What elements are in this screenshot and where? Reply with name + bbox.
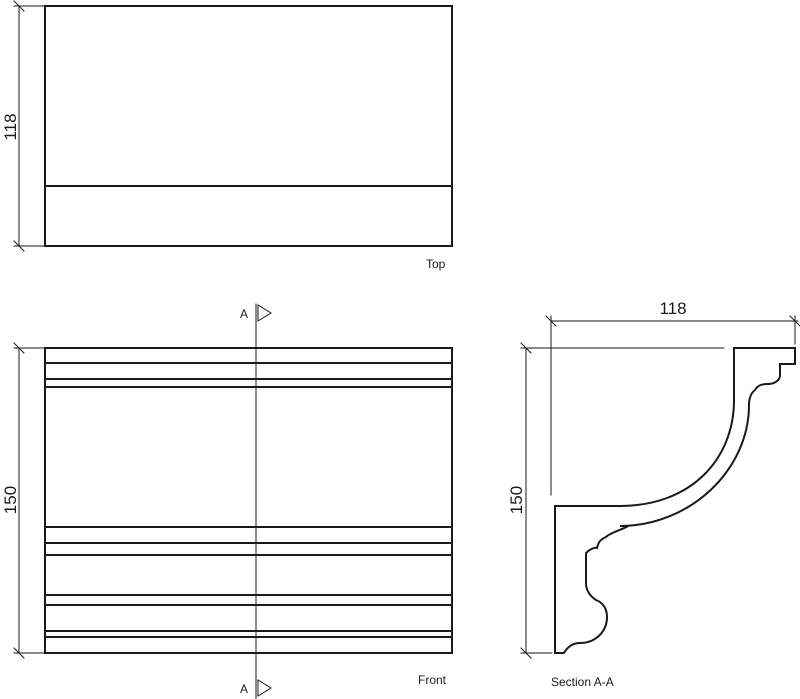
top-view-label: Top <box>426 257 446 271</box>
section-marker-top: A <box>240 307 248 321</box>
section-dimension-118: 118 <box>545 299 800 496</box>
front-view: A A 150 Front <box>1 303 453 699</box>
section-arrow-bottom-icon <box>257 679 272 697</box>
top-dimension-118: 118 <box>1 0 46 252</box>
front-view-label: Front <box>418 673 447 687</box>
section-arrow-top-icon <box>257 304 272 322</box>
top-view-outline <box>44 5 453 247</box>
front-view-moulding-lines <box>44 362 453 638</box>
section-dimension-height-label: 150 <box>507 486 526 514</box>
front-dimension-label: 150 <box>1 486 20 514</box>
front-dimension-150: 150 <box>1 342 46 659</box>
section-marker-bottom: A <box>240 682 248 696</box>
section-dimension-width-label: 118 <box>659 299 686 318</box>
section-view: 118 150 Section A-A <box>507 299 800 689</box>
top-view: 118 Top <box>1 0 453 271</box>
front-view-outline <box>44 347 453 654</box>
section-profile <box>554 347 796 654</box>
section-dimension-150: 150 <box>507 342 725 659</box>
top-dimension-label: 118 <box>1 113 20 140</box>
section-view-label: Section A-A <box>551 675 614 689</box>
